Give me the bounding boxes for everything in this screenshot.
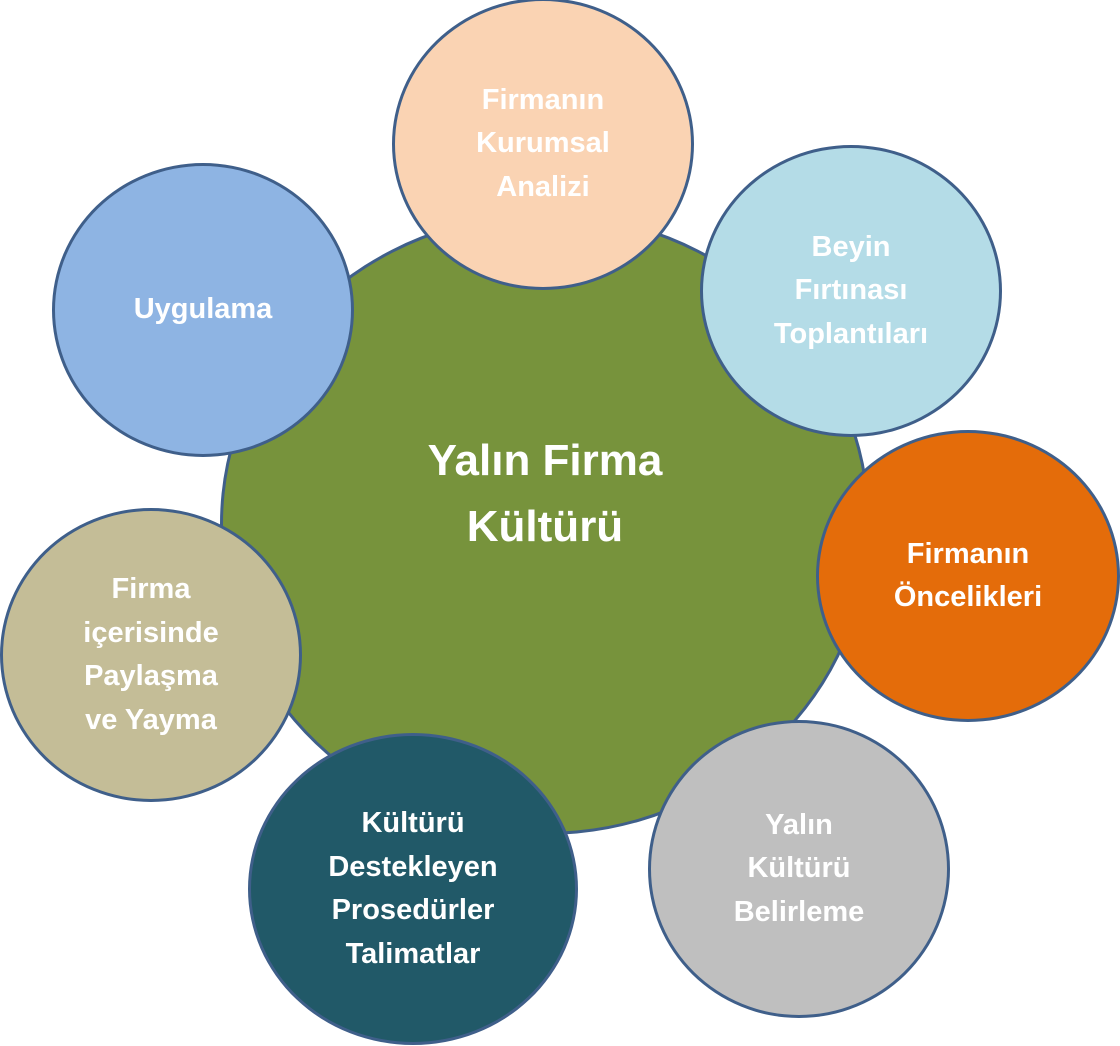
node-label-kulturu-belirleme: Yalın Kültürü Belirleme xyxy=(733,808,865,928)
center-node-label: Yalın Firma Kültürü xyxy=(427,436,663,551)
node-label-kurumsal-analizi: Firmanın Kurumsal Analizi xyxy=(476,83,610,203)
node-firma-icerisinde-paylasma: Firma içerisinde Paylaşma ve Yayma xyxy=(0,508,302,802)
node-beyin-firtinasi-toplantilari: Beyin Fırtınası Toplantıları xyxy=(700,145,1002,437)
node-label-paylasma-ve-yayma: Firma içerisinde Paylaşma ve Yayma xyxy=(83,573,219,736)
node-label-beyin-firtinasi: Beyin Fırtınası Toplantıları xyxy=(773,230,929,350)
node-yalin-kulturu-belirleme: Yalın Kültürü Belirleme xyxy=(648,720,950,1018)
node-uygulama: Uygulama xyxy=(52,163,354,457)
node-firmanin-kurumsal-analizi: Firmanın Kurumsal Analizi xyxy=(392,0,694,290)
node-firmanin-oncelikleri: Firmanın Öncelikleri xyxy=(816,430,1120,722)
node-label-oncelikleri: Firmanın Öncelikleri xyxy=(893,537,1043,614)
node-kulturu-destekleyen-prosedurler: Kültürü Destekleyen Prosedürler Talimatl… xyxy=(248,733,578,1045)
node-label-uygulama: Uygulama xyxy=(133,293,273,326)
node-label-prosedurler-talimatlar: Kültürü Destekleyen Prosedürler Talimatl… xyxy=(328,807,498,970)
